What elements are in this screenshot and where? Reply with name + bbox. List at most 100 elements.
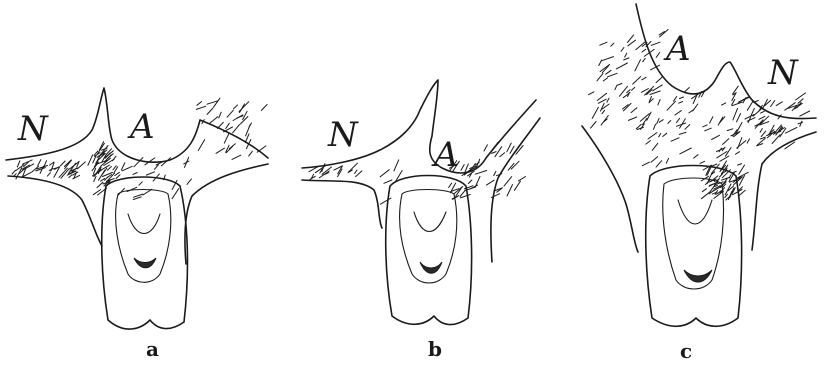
- hatch-stroke: [723, 139, 729, 145]
- hatch-stroke: [772, 135, 780, 144]
- hatch-stroke: [65, 160, 72, 169]
- hatch-stroke: [693, 104, 698, 111]
- hatch-stroke: [679, 132, 686, 134]
- hatch-stroke: [776, 102, 782, 106]
- hatch-stroke: [701, 192, 710, 199]
- hatch-stroke: [710, 117, 713, 123]
- hatch-stroke: [172, 189, 179, 199]
- hatch-stroke: [133, 173, 137, 175]
- panel-c-root-canal: [684, 270, 712, 282]
- hatch-stroke: [210, 117, 218, 124]
- panel-b-label: b: [428, 337, 442, 361]
- hatch-stroke: [760, 129, 762, 133]
- hatch-stroke: [38, 160, 41, 166]
- hatch-stroke: [700, 161, 705, 163]
- panel-a-tooth-pulp: [116, 190, 171, 283]
- panel-c-tooth-pulp: [663, 178, 724, 289]
- hatch-stroke: [196, 106, 205, 109]
- panel-a-antral-label: A: [127, 107, 155, 147]
- hatch-stroke: [380, 198, 391, 204]
- hatch-stroke: [603, 78, 607, 81]
- hatch-stroke: [491, 194, 499, 198]
- hatch-stroke: [712, 164, 717, 166]
- panel-a-root-canal: [134, 258, 156, 268]
- hatch-stroke: [219, 112, 222, 118]
- hatch-stroke: [759, 116, 765, 119]
- panel-b-root-canal: [420, 262, 442, 273]
- hatch-stroke: [514, 181, 520, 190]
- hatch-stroke: [226, 123, 230, 128]
- hatch-stroke: [739, 165, 745, 174]
- hatch-stroke: [60, 161, 65, 166]
- hatch-stroke: [139, 182, 142, 185]
- hatch-stroke: [694, 155, 698, 158]
- hatch-stroke: [607, 98, 609, 102]
- hatch-stroke: [510, 146, 514, 153]
- hatch-stroke: [107, 166, 111, 170]
- hatch-stroke: [97, 182, 103, 188]
- hatch-stroke: [680, 148, 692, 154]
- hatch-stroke: [601, 103, 605, 111]
- hatch-stroke: [761, 131, 765, 136]
- hatch-stroke: [229, 144, 235, 149]
- hatch-stroke: [677, 118, 680, 122]
- hatch-stroke: [641, 89, 648, 93]
- hatch-stroke: [246, 125, 251, 136]
- hatch-stroke: [761, 111, 765, 113]
- hatch-stroke: [606, 70, 611, 74]
- hatch-stroke: [656, 161, 662, 167]
- hatch-stroke: [633, 77, 641, 85]
- hatch-stroke: [507, 185, 513, 196]
- hatch-stroke: [642, 77, 646, 80]
- hatch-stroke: [197, 102, 202, 106]
- hatch-stroke: [705, 128, 712, 131]
- hatch-stroke: [115, 172, 120, 175]
- hatch-stroke: [747, 139, 749, 143]
- hatch-stroke: [611, 43, 614, 46]
- hatch-stroke: [449, 183, 452, 187]
- hatch-stroke: [460, 190, 465, 196]
- panel-a-nasal-label: N: [17, 109, 49, 149]
- panel-a-tooth-crown: [102, 177, 188, 329]
- hatch-stroke: [656, 77, 662, 82]
- hatch-stroke: [620, 86, 628, 96]
- hatch-stroke: [625, 53, 627, 57]
- panel-a-label: a: [146, 337, 159, 361]
- hatch-stroke: [671, 138, 679, 141]
- hatch-stroke: [198, 140, 205, 151]
- hatch-stroke: [598, 99, 606, 103]
- hatch-stroke: [659, 133, 661, 136]
- hatch-stroke: [261, 105, 267, 111]
- hatch-stroke: [601, 116, 608, 126]
- hatch-stroke: [737, 141, 746, 149]
- hatch-stroke: [689, 110, 693, 113]
- hatch-stroke: [232, 155, 241, 159]
- hatch-stroke: [747, 118, 755, 122]
- panel-c-nasal-label: N: [767, 53, 799, 93]
- hatch-stroke: [650, 91, 660, 95]
- panel-a-alveolar-outline: [8, 164, 268, 264]
- hatch-stroke: [475, 171, 487, 175]
- hatch-stroke: [800, 111, 810, 116]
- hatch-stroke: [122, 166, 132, 171]
- hatch-stroke: [702, 189, 706, 192]
- hatch-stroke: [233, 125, 240, 133]
- hatch-stroke: [653, 85, 663, 91]
- hatch-stroke: [771, 101, 775, 107]
- panel-c-alveolar-outline: [582, 126, 816, 252]
- hatch-stroke: [703, 125, 707, 127]
- hatch-stroke: [679, 102, 683, 104]
- hatch-stroke: [786, 127, 797, 133]
- hatch-stroke: [642, 162, 649, 166]
- hatch-stroke: [635, 60, 641, 71]
- hatch-stroke: [17, 161, 20, 167]
- hatch-stroke: [69, 175, 72, 178]
- hatch-stroke: [728, 191, 731, 199]
- hatch-stroke: [146, 172, 154, 175]
- hatch-stroke: [121, 163, 125, 170]
- hatch-stroke: [602, 110, 605, 114]
- hatch-stroke: [720, 156, 729, 161]
- hatch-stroke: [654, 124, 656, 129]
- hatch-stroke: [615, 86, 617, 90]
